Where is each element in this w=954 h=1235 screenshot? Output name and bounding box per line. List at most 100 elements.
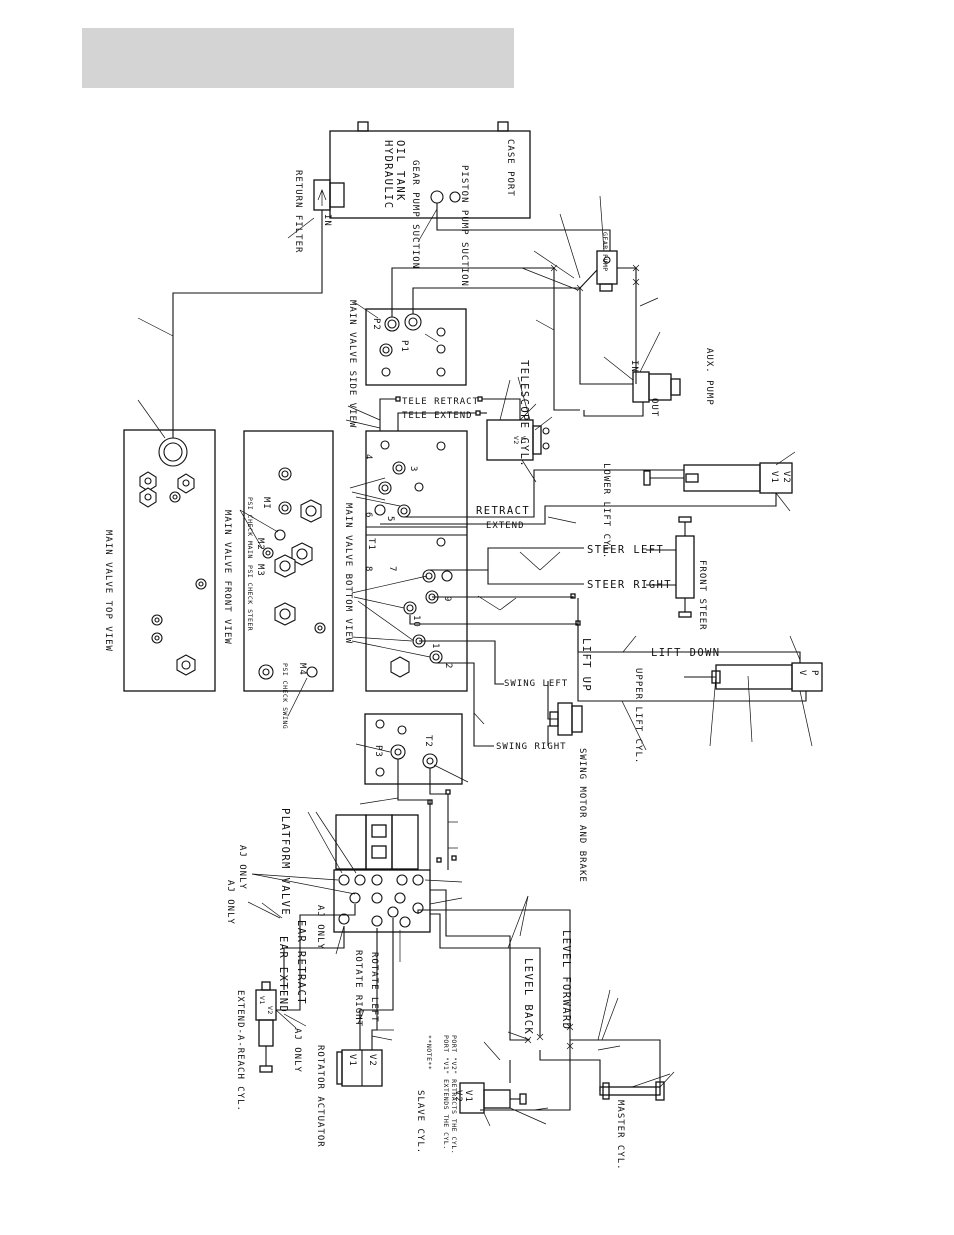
upper-lift-cylinder: V P UPPER LIFT CYL.: [633, 662, 823, 764]
extend-a-reach-label: EXTEND-A-REACH CYL.: [235, 990, 245, 1112]
platform-p3: P3: [373, 745, 383, 758]
swing-motor-label: SWING MOTOR AND BRAKE: [577, 748, 587, 883]
main-valve-top-view: MAIN VALVE TOP VIEW: [103, 429, 216, 692]
platform-valve-label: PLATFORM VALVE: [279, 808, 291, 916]
line-level-forward: LEVEL FORWARD: [560, 930, 572, 1030]
front-steer-label: FRONT STEER: [697, 560, 707, 631]
bottom-port-9: 9: [442, 596, 452, 602]
ear-v2: V2: [266, 1006, 274, 1015]
line-swing-right: SWING RIGHT: [496, 742, 567, 752]
main-valve-bottom-title: MAIN VALVE BOTTOM VIEW: [343, 503, 353, 644]
line-extend: EXTEND: [486, 521, 525, 531]
tank-title-2: OIL TANK: [394, 140, 406, 202]
main-valve-top-title: MAIN VALVE TOP VIEW: [103, 530, 113, 652]
return-filter-label: RETURN FILTER: [293, 170, 303, 253]
ear-v1: V1: [258, 996, 266, 1005]
line-lift-up: LIFT UP: [580, 638, 592, 692]
aj-only-3: AJ ONLY: [315, 905, 325, 950]
lower-lift-label: LOWER LIFT CYL.: [601, 463, 611, 559]
psi-check-steer: PSI CHECK STEER: [246, 565, 254, 631]
main-valve-p1: P1: [399, 340, 409, 353]
note-line1: PORT "V1" EXTENDS THE CYL.: [442, 1035, 450, 1150]
main-valve-front-title: MAIN VALVE FRONT VIEW: [222, 510, 232, 645]
aux-pump-out: OUT: [649, 398, 659, 417]
note-line2: PORT "V2" RETRACTS THE CYL.: [450, 1035, 458, 1154]
main-valve-side-title: MAIN VALVE SIDE VIEW: [347, 300, 357, 428]
tele-retract-label: TELE RETRACT: [402, 397, 479, 407]
aj-only-4: AJ ONLY: [292, 1028, 302, 1073]
aux-pump: AUX. PUMP IN OUT: [629, 348, 714, 417]
psi-check-swing: PSI CHECK SWING: [281, 663, 289, 729]
lower-lift-cylinder: V1 V2 LOWER LIFT CYL.: [601, 462, 793, 559]
slave-v2: V2: [453, 1090, 463, 1103]
slave-v1: V1: [463, 1090, 473, 1103]
tele-extend-label: TELE EXTEND: [402, 411, 473, 421]
front-steer-cylinder: FRONT STEER: [675, 516, 707, 631]
tank-gear-suction: GEAR PUMP SUCTION: [410, 160, 420, 269]
line-ear-retract: EAR RETRACT: [295, 920, 307, 1005]
piston-suction-port: [449, 191, 461, 203]
line-lift-down: LIFT DOWN: [651, 647, 721, 659]
line-rotate-right: ROTATE RIGHT: [353, 950, 363, 1027]
tele-v1: V1: [519, 436, 527, 445]
tank-title-1: HYDRAULIC: [382, 140, 394, 210]
gear-pump-label: GEAR PUMP: [601, 232, 609, 272]
main-valve-side-view: MAIN VALVE SIDE VIEW P2 P1: [347, 300, 467, 428]
master-cylinder: MASTER CYL.: [599, 1081, 665, 1171]
aj-only-2: AJ ONLY: [225, 880, 235, 925]
slave-label: SLAVE CYL.: [415, 1090, 425, 1154]
bottom-port-10: 10: [411, 615, 421, 628]
line-rotate-left: ROTATE LEFT: [369, 952, 379, 1023]
line-level-back: LEVEL BACK: [522, 958, 534, 1035]
port-m4: M4: [297, 663, 307, 676]
main-valve-p2: P2: [371, 318, 381, 331]
swing-motor: SWING MOTOR AND BRAKE: [549, 702, 587, 883]
bottom-port-t1: T1: [366, 538, 376, 551]
bottom-port-8: 8: [363, 566, 373, 572]
line-steer-left: STEER LEFT: [587, 544, 664, 556]
bottom-port-6: 6: [363, 512, 373, 518]
extend-a-reach-cylinder: V1 V2 EXTEND-A-REACH CYL.: [235, 981, 277, 1112]
leader-lines: [137, 195, 813, 1127]
lower-lift-v1: V1: [769, 471, 779, 484]
platform-valve-manifold: PLATFORM VALVE: [279, 808, 431, 933]
master-label: MASTER CYL.: [615, 1100, 625, 1171]
upper-lift-p: P: [809, 670, 819, 676]
hydraulic-oil-tank: CASE PORT HYDRAULIC OIL TANK GEAR PUMP S…: [329, 121, 531, 287]
slave-cylinder: V1 V2 SLAVE CYL.: [415, 1082, 527, 1154]
lower-lift-v2: V2: [781, 471, 791, 484]
platform-t2: T2: [423, 735, 433, 748]
line-ear-extend: EAR EXTEND: [277, 936, 289, 1013]
port-m3: M3: [255, 564, 265, 577]
main-valve-bottom-view: MAIN VALVE BOTTOM VIEW 4 3 6 5 T1 8 7 9 …: [343, 430, 468, 692]
main-valve-front-view: MAIN VALVE FRONT VIEW PSI CHECK MAIN MI …: [222, 430, 334, 729]
header-bar: [82, 28, 514, 88]
rotator-label: ROTATOR ACTUATOR: [315, 1045, 325, 1148]
aj-only-1: AJ ONLY: [237, 845, 247, 890]
aj-only-labels: AJ ONLY AJ ONLY AJ ONLY AJ ONLY: [225, 845, 325, 1073]
line-retract: RETRACT: [476, 505, 530, 517]
line-swing-left: SWING LEFT: [504, 679, 568, 689]
gear-pump: GEAR PUMP: [596, 232, 618, 292]
platform-valve-block: P3 T2: [364, 713, 463, 785]
line-steer-right: STEER RIGHT: [587, 579, 672, 591]
bottom-port-1: 1: [430, 643, 440, 649]
fitting-markers: [524, 264, 640, 1050]
aux-pump-in: IN: [629, 360, 639, 373]
note-title: **NOTE**: [425, 1035, 433, 1070]
tank-piston-suction: PISTON PUMP SUCTION: [459, 165, 469, 287]
upper-lift-label: UPPER LIFT CYL.: [633, 668, 643, 764]
bottom-port-3: 3: [408, 466, 418, 472]
bottom-port-7: 7: [387, 566, 397, 572]
tank-case-port: CASE PORT: [505, 139, 515, 197]
return-filter-in: IN: [322, 214, 332, 227]
note: **NOTE** PORT "V1" EXTENDS THE CYL. PORT…: [425, 1035, 458, 1154]
upper-lift-v: V: [797, 670, 807, 676]
aux-pump-label: AUX. PUMP: [704, 348, 714, 406]
bottom-port-5: 5: [385, 516, 395, 522]
gear-suction-port: [430, 190, 444, 204]
port-m1: MI: [261, 497, 271, 510]
return-filter: RETURN FILTER IN: [293, 170, 345, 253]
rotator-actuator: V1 V2 ROTATOR ACTUATOR: [315, 1045, 383, 1148]
tele-v2: V2: [512, 436, 520, 445]
